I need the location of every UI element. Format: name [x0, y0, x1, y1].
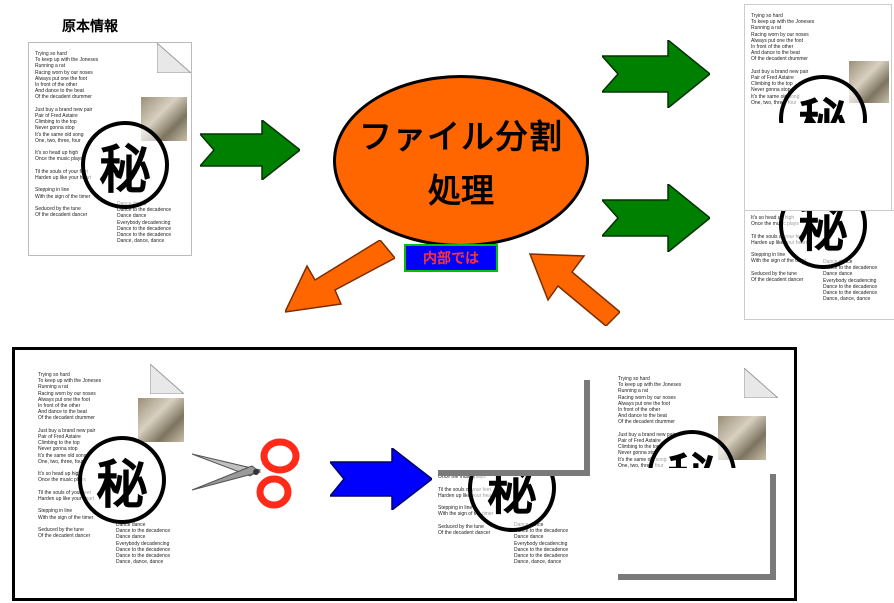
document-text-right: Dance dance Dance to the decadence Dance… [117, 201, 172, 245]
document-text: Trying so hard To keep up with the Jones… [35, 51, 99, 219]
process-label-line1: ファイル分割 [359, 117, 563, 156]
document-text: Trying so hard To keep up with the Jones… [38, 372, 102, 540]
internal-split-document-a: It's so head up high Once the music play… [432, 374, 592, 578]
green-arrow-icon [602, 184, 710, 252]
folded-corner-icon [744, 368, 778, 398]
folded-corner-icon [157, 43, 191, 73]
green-arrow-icon [602, 40, 710, 108]
document-text-right: Dance dance Dance to the decadence Dance… [116, 522, 171, 566]
document-photo [138, 398, 184, 442]
original-document: Trying so hard To keep up with the Jones… [28, 42, 192, 256]
scissors-icon [191, 438, 300, 509]
original-info-label: 原本情報 [62, 19, 118, 35]
split-cover-card [432, 374, 584, 470]
process-label-line2: 処理 [428, 171, 494, 210]
split-document-top: Trying so hard To keep up with the Jones… [744, 4, 892, 212]
blank-cover [745, 123, 891, 211]
internal-original-document: Trying so hard To keep up with the Jones… [32, 364, 184, 576]
internal-process-frame [12, 347, 797, 601]
orange-arrow-icon [528, 253, 620, 326]
green-arrow-icon [200, 120, 300, 180]
secret-seal-icon: 秘 [78, 436, 166, 524]
blue-arrow-icon [330, 448, 432, 510]
orange-arrow-icon [285, 240, 395, 313]
folded-corner-icon [150, 364, 184, 394]
secret-seal-icon: 秘 [81, 121, 169, 209]
file-split-process: ファイル分割 処理 [333, 75, 589, 247]
split-document-bottom: It's so head up high Once the music play… [744, 210, 894, 320]
internal-label: 内部では [404, 244, 498, 272]
document-text: Trying so hard To keep up with the Jones… [618, 376, 682, 469]
split-cover-card [612, 468, 770, 574]
